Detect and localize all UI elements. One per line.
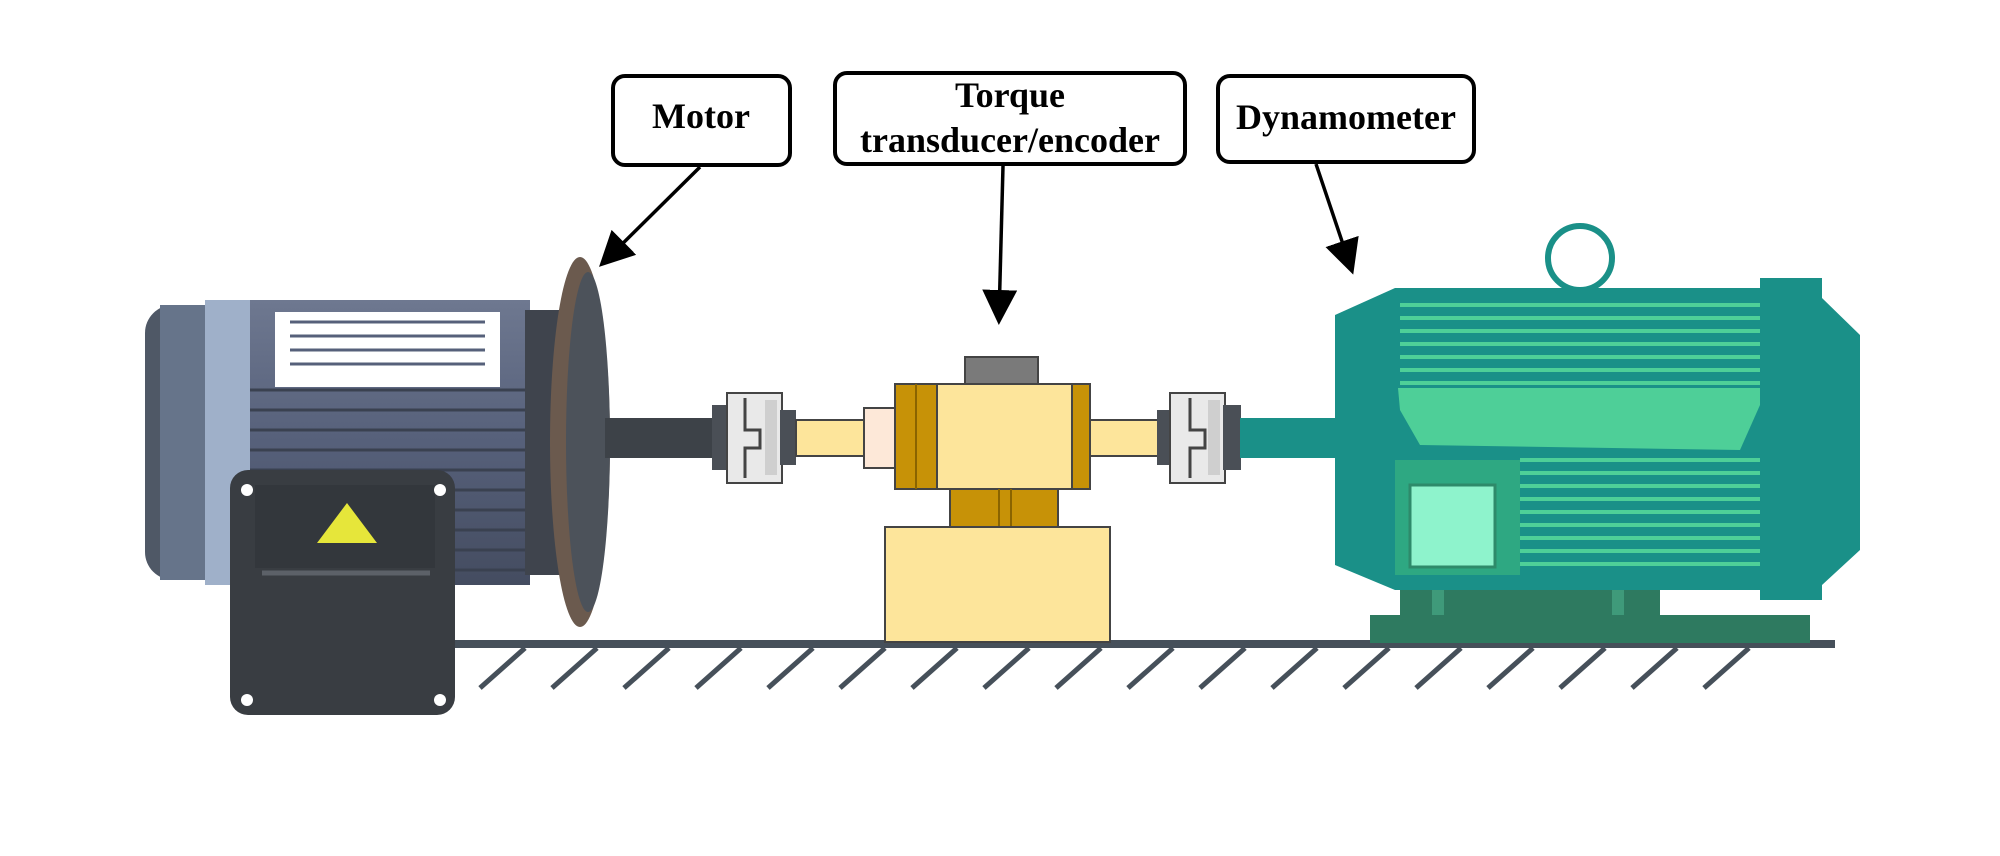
torque-label: Torque transducer/encoder xyxy=(833,71,1187,166)
output-shaft xyxy=(1089,419,1161,457)
transducer-collar-right xyxy=(1071,383,1091,490)
motor-label: Motor xyxy=(611,74,792,167)
torque-transducer-icon xyxy=(884,356,1111,643)
left-coupling xyxy=(712,392,796,484)
torque-label-line2: transducer/encoder xyxy=(860,120,1160,160)
dynamometer-label-text: Dynamometer xyxy=(1236,97,1456,137)
screw xyxy=(434,694,446,706)
motor-nameplate-lines xyxy=(290,320,485,366)
transducer-connector xyxy=(964,356,1039,386)
transducer-pedestal xyxy=(884,526,1111,643)
transducer-bearing xyxy=(863,407,897,469)
dyno-end-cap xyxy=(1760,278,1860,600)
dyno-fins xyxy=(1400,303,1760,566)
torque-arrow xyxy=(982,165,1018,325)
transducer-mount xyxy=(949,488,1059,528)
motor-flange-face xyxy=(566,272,610,612)
dynamometer-arrow xyxy=(1314,163,1359,275)
motor-shaft xyxy=(605,418,720,458)
screw xyxy=(434,484,446,496)
screw xyxy=(241,694,253,706)
motor-label-box xyxy=(611,74,792,167)
ground-line xyxy=(455,640,1835,648)
torque-label-line1: Torque xyxy=(955,75,1065,115)
motor-label-text: Motor xyxy=(652,96,750,136)
dynamometer-shaft xyxy=(1240,418,1340,458)
dynamometer-icon xyxy=(1335,223,1860,643)
right-coupling xyxy=(1157,392,1241,484)
ground xyxy=(455,640,1835,690)
warning-triangle-icon xyxy=(317,503,377,543)
dynamometer-label-box xyxy=(1216,74,1476,164)
lifting-eye xyxy=(1545,223,1615,293)
dynamometer-label: Dynamometer xyxy=(1216,74,1476,164)
input-shaft xyxy=(795,419,867,457)
ground-hatching xyxy=(478,646,1751,690)
dyno-cover xyxy=(1398,388,1760,450)
electric-motor-icon xyxy=(145,257,610,715)
screw xyxy=(241,484,253,496)
torque-label-box xyxy=(833,71,1187,166)
dyno-window xyxy=(1408,483,1497,569)
motor-arrow xyxy=(599,165,702,267)
